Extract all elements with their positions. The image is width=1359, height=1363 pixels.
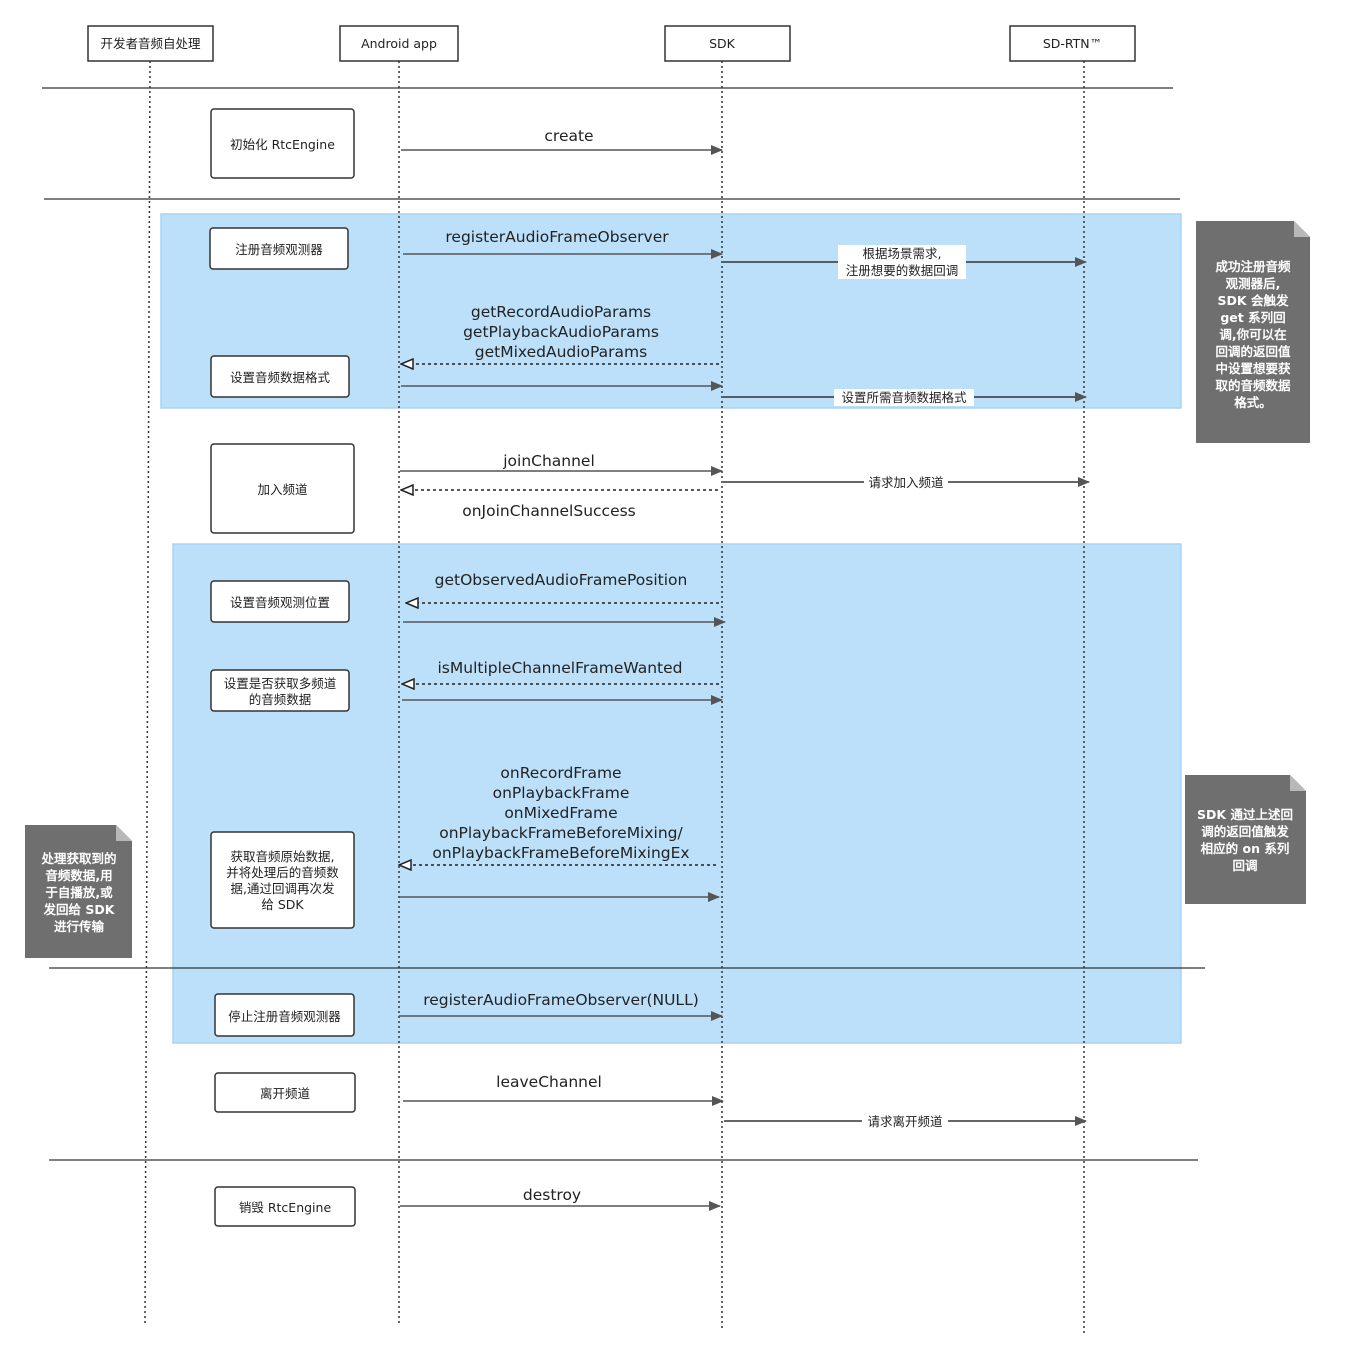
- note-after-register: 成功注册音频 观测器后, SDK 会触发 get 系列回 调,你可以在 回调的返…: [1196, 221, 1310, 443]
- note-line: get 系列回: [1220, 310, 1285, 325]
- step-destroy: 销毁 RtcEngine: [214, 1186, 356, 1227]
- note-on-series: SDK 通过上述回 调的返回值触发 相应的 on 系列 回调: [1185, 775, 1306, 904]
- note-line: 于自播放,或: [45, 885, 113, 900]
- step-process: 获取音频原始数据, 并将处理后的音频数 据,通过回调再次发 给 SDK: [210, 831, 355, 929]
- message-label-request-join: 请求加入频道: [868, 475, 944, 490]
- message-label-frames: onRecordFrame: [500, 764, 621, 782]
- participant-label: SDK: [709, 36, 736, 51]
- lifeline-dev: [144, 60, 151, 1326]
- label-bg: [838, 245, 966, 279]
- note-line: 回调: [1232, 858, 1257, 873]
- step-label: 销毁 RtcEngine: [239, 1200, 332, 1215]
- message-label-register: registerAudioFrameObserver: [445, 228, 669, 246]
- message-label-frames: onPlaybackFrameBeforeMixing/: [439, 824, 683, 842]
- step-label: 注册音频观测器: [235, 242, 323, 257]
- note-line: 观测器后,: [1226, 276, 1281, 291]
- participant-label: Android app: [361, 36, 437, 51]
- step-position: 设置音频观测位置: [210, 580, 350, 623]
- step-label-line: 给 SDK: [261, 897, 304, 912]
- step-label-line: 据,通过回调再次发: [231, 881, 335, 896]
- note-line: 调,你可以在: [1219, 327, 1286, 342]
- note-line: 中设置想要获: [1215, 361, 1291, 376]
- participant-dev: 开发者音频自处理: [87, 25, 214, 62]
- message-label-position: getObservedAudioFramePosition: [435, 571, 688, 589]
- step-label-line: 的音频数据: [249, 692, 312, 707]
- message-label-params: getPlaybackAudioParams: [463, 323, 659, 341]
- note-line: 回调的返回值: [1215, 344, 1291, 359]
- message-label-params: getMixedAudioParams: [475, 343, 647, 361]
- message-label-join: joinChannel: [502, 452, 595, 470]
- step-label-line: 并将处理后的音频数: [226, 865, 339, 880]
- message-label-scene-line: 根据场景需求,: [863, 246, 942, 261]
- step-unregister: 停止注册音频观测器: [214, 993, 355, 1037]
- note-line: 处理获取到的: [40, 851, 116, 866]
- participant-label: SD-RTN™: [1043, 36, 1102, 51]
- note-line: 相应的 on 系列: [1201, 841, 1290, 856]
- message-label-leave: leaveChannel: [496, 1073, 602, 1091]
- step-label: 停止注册音频观测器: [228, 1009, 341, 1024]
- message-label-params: getRecordAudioParams: [471, 303, 651, 321]
- message-label-request-leave: 请求离开频道: [867, 1114, 943, 1129]
- step-register: 注册音频观测器: [209, 227, 349, 270]
- message-label-set-format: 设置所需音频数据格式: [841, 390, 967, 405]
- step-label: 加入频道: [257, 482, 308, 497]
- highlight-region-audio: [172, 543, 1182, 1044]
- step-label: 设置音频观测位置: [230, 595, 330, 610]
- step-label: 离开频道: [260, 1086, 311, 1101]
- message-label-frames: onMixedFrame: [504, 804, 617, 822]
- participant-sdk: SDK: [664, 25, 791, 62]
- step-label-line: 设置是否获取多频道: [224, 676, 337, 691]
- note-line: 调的返回值触发: [1201, 824, 1289, 839]
- step-format: 设置音频数据格式: [210, 355, 350, 398]
- step-leave: 离开频道: [214, 1072, 356, 1113]
- step-label: 设置音频数据格式: [230, 370, 331, 385]
- note-line: SDK 会触发: [1218, 293, 1289, 308]
- message-label-join-success: onJoinChannelSuccess: [462, 502, 636, 520]
- note-line: 进行传输: [54, 919, 105, 934]
- note-line: 音频数据,用: [45, 868, 112, 883]
- note-process-left: 处理获取到的 音频数据,用 于自播放,或 发回给 SDK 进行传输: [25, 825, 132, 958]
- note-line: 格式。: [1234, 395, 1272, 410]
- message-label-multichannel: isMultipleChannelFrameWanted: [438, 659, 683, 677]
- note-line: 发回给 SDK: [43, 902, 116, 917]
- separators: [42, 87, 1205, 1161]
- participant-rtn: SD-RTN™: [1009, 25, 1136, 62]
- message-label-destroy: destroy: [523, 1186, 581, 1204]
- participant-label: 开发者音频自处理: [100, 36, 201, 51]
- step-init: 初始化 RtcEngine: [210, 108, 355, 179]
- participant-app: Android app: [339, 25, 459, 62]
- message-label-create: create: [544, 127, 593, 145]
- label-bg: [834, 389, 974, 406]
- note-line: 取的音频数据: [1215, 378, 1291, 393]
- message-label-frames: onPlaybackFrameBeforeMixingEx: [432, 844, 689, 862]
- note-line: 成功注册音频: [1215, 259, 1291, 274]
- step-label-line: 获取音频原始数据,: [231, 849, 335, 864]
- message-label-scene-line: 注册想要的数据回调: [846, 263, 959, 278]
- note-line: SDK 通过上述回: [1197, 807, 1293, 822]
- step-multichannel: 设置是否获取多频道 的音频数据: [210, 669, 350, 712]
- step-join: 加入频道: [210, 443, 355, 534]
- message-label-frames: onPlaybackFrame: [493, 784, 630, 802]
- message-label-unregister: registerAudioFrameObserver(NULL): [423, 991, 699, 1009]
- step-label: 初始化 RtcEngine: [230, 137, 335, 152]
- label-bg: [862, 1113, 948, 1130]
- label-bg: [864, 474, 948, 491]
